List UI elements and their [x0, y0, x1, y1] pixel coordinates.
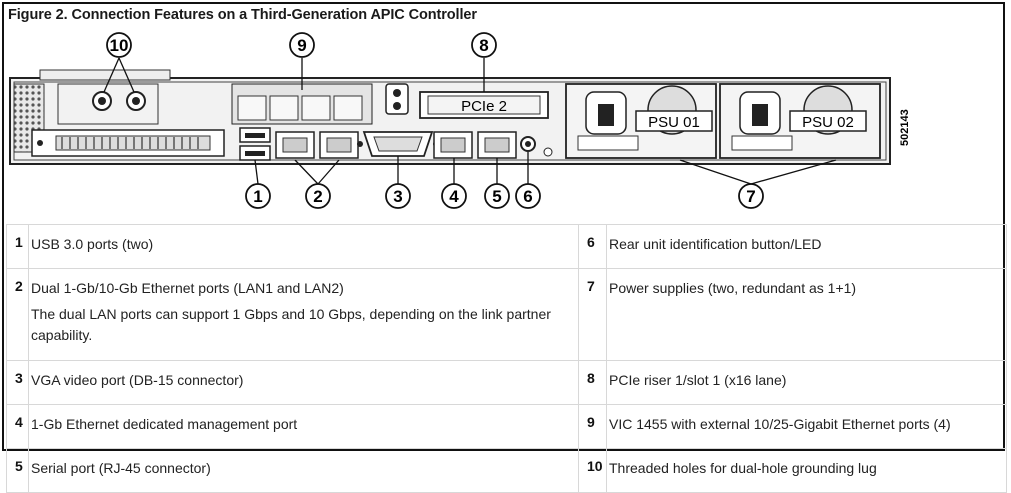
svg-text:7: 7	[746, 187, 755, 206]
callout-9: 9	[289, 32, 315, 58]
item-number: 8	[578, 360, 607, 405]
psu-02-label: PSU 02	[802, 114, 854, 131]
table-row: 4 1-Gb Ethernet dedicated management por…	[6, 404, 1007, 449]
item-number: 4	[6, 404, 29, 449]
callout-4: 4	[441, 183, 467, 209]
psu-01: PSU 01	[565, 83, 717, 159]
item-description: PCIe riser 1/slot 1 (x16 lane)	[606, 360, 1007, 405]
vga-port	[357, 131, 439, 157]
item-description: Power supplies (two, redundant as 1+1)	[606, 268, 1007, 361]
power-indicator	[385, 83, 409, 115]
callout-5: 5	[484, 183, 510, 209]
svg-text:8: 8	[479, 36, 488, 55]
svg-text:3: 3	[393, 187, 402, 206]
server-rear-diagram: PCIe 2 PSU 01 PSU 02 502143	[9, 32, 911, 209]
unit-id-button	[520, 136, 553, 157]
figure-title: Figure 2. Connection Features on a Third…	[8, 7, 477, 23]
callout-7: 7	[738, 183, 764, 209]
pcie-riser-slot: PCIe 2	[419, 91, 549, 119]
table-row: 5 Serial port (RJ-45 connector) 10 Threa…	[6, 448, 1007, 493]
item-number: 6	[578, 224, 607, 269]
item-description: VIC 1455 with external 10/25-Gigabit Eth…	[606, 404, 1007, 449]
callout-1: 1	[245, 183, 271, 209]
svg-text:9: 9	[297, 36, 306, 55]
callout-6: 6	[515, 183, 541, 209]
serial-port	[477, 131, 517, 159]
item-description: USB 3.0 ports (two)	[28, 224, 579, 269]
legend-table: 1 USB 3.0 ports (two) 6 Rear unit identi…	[6, 224, 1007, 493]
pcie-low-profile-bracket	[31, 129, 225, 157]
part-code: 502143	[899, 109, 911, 146]
callout-2: 2	[305, 183, 331, 209]
psu-01-label: PSU 01	[648, 114, 700, 131]
item-number: 5	[6, 448, 29, 493]
item-description-cell: Dual 1-Gb/10-Gb Ethernet ports (LAN1 and…	[28, 268, 579, 361]
item-description: 1-Gb Ethernet dedicated management port	[28, 404, 579, 449]
svg-text:6: 6	[523, 187, 532, 206]
vic-1455-ports	[231, 83, 373, 125]
item-description: VGA video port (DB-15 connector)	[28, 360, 579, 405]
management-port	[433, 131, 473, 159]
svg-text:4: 4	[449, 187, 459, 206]
table-row: 1 USB 3.0 ports (two) 6 Rear unit identi…	[6, 224, 1007, 269]
item-description: Threaded holes for dual-hole grounding l…	[606, 448, 1007, 493]
callout-10: 10	[106, 32, 132, 58]
usb-ports	[239, 127, 271, 161]
table-row: 3 VGA video port (DB-15 connector) 8 PCI…	[6, 360, 1007, 405]
item-number: 9	[578, 404, 607, 449]
callout-3: 3	[385, 183, 411, 209]
callout-8: 8	[471, 32, 497, 58]
pcie-label: PCIe 2	[461, 98, 507, 115]
grounding-holes	[57, 83, 159, 125]
svg-text:1: 1	[253, 187, 262, 206]
lan-ports	[275, 131, 359, 159]
svg-text:2: 2	[313, 187, 322, 206]
item-description: Dual 1-Gb/10-Gb Ethernet ports (LAN1 and…	[31, 280, 344, 296]
item-number: 7	[578, 268, 607, 361]
item-number: 3	[6, 360, 29, 405]
item-number: 1	[6, 224, 29, 269]
item-number: 2	[6, 268, 29, 361]
item-note: The dual LAN ports can support 1 Gbps an…	[31, 306, 551, 343]
svg-text:5: 5	[492, 187, 501, 206]
item-description: Rear unit identification button/LED	[606, 224, 1007, 269]
psu-02: PSU 02	[719, 83, 881, 159]
item-description: Serial port (RJ-45 connector)	[28, 448, 579, 493]
item-number: 10	[578, 448, 607, 493]
svg-text:10: 10	[110, 36, 129, 55]
leader-lines	[103, 57, 837, 185]
table-row: 2 Dual 1-Gb/10-Gb Ethernet ports (LAN1 a…	[6, 268, 1007, 361]
